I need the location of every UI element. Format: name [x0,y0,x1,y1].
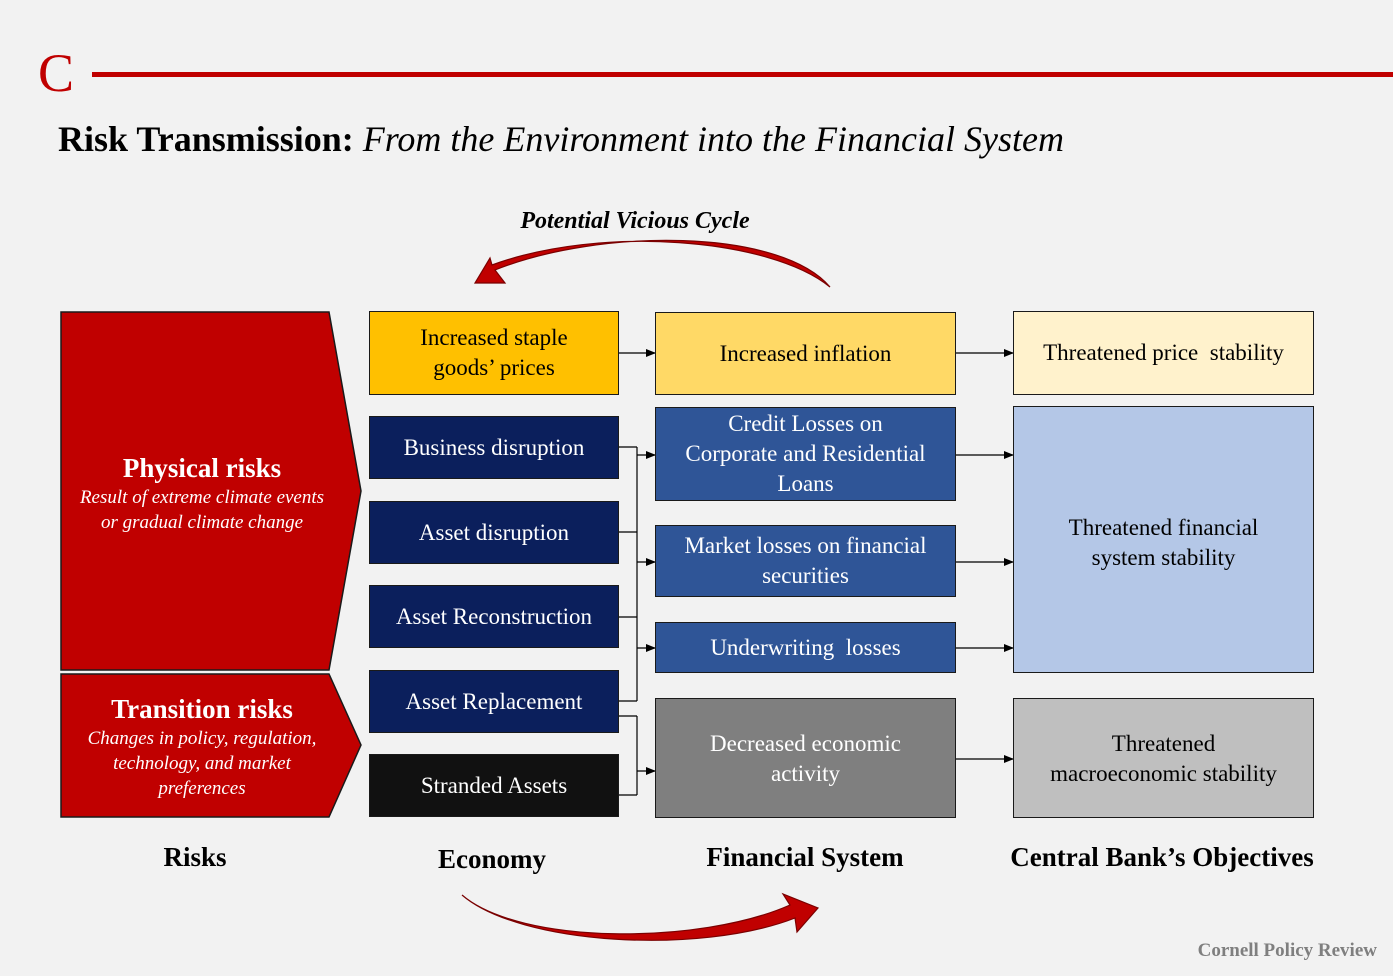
staple-prices-line2: goods’ prices [433,355,555,380]
price-stability-box: Threatened price stability [1013,311,1314,395]
logo-letter: C [38,43,75,103]
source-credit: Cornell Policy Review [1197,940,1377,961]
credit-losses-line1: Credit Losses on [728,411,883,436]
underwriting-losses-box: Underwriting losses [655,622,956,673]
vicious-cycle-label: Potential Vicious Cycle [520,208,750,234]
physical-risks-label: Physical risks Result of extreme climate… [61,451,343,535]
decreased-activity-box: Decreased economic activity [655,698,956,818]
physical-risks-shape [60,311,362,671]
physical-risks-title: Physical risks [122,453,282,483]
title-italic: From the Environment into the Financial … [362,119,1064,159]
stranded-assets-box: Stranded Assets [369,754,619,817]
transition-risks-shape [60,673,362,818]
staple-prices-line1: Increased staple [420,325,568,350]
macro-stability-box: Threatened macroeconomic stability [1013,698,1314,818]
credit-losses-line2: Corporate and Residential [685,441,926,466]
decreased-activity-line2: activity [771,761,840,786]
column-label-objectives: Central Bank’s Objectives [1010,842,1314,872]
transition-risks-subtitle-1: Changes in policy, regulation, [87,728,317,749]
financial-stability-line2: system stability [1091,545,1236,570]
column-label-risks: Risks [163,842,227,872]
physical-risks-subtitle-1: Result of extreme climate events [79,487,325,508]
transition-risks-title: Transition risks [111,694,293,724]
credit-losses-line3: Loans [777,471,834,496]
financial-stability-box: Threatened financial system stability [1013,406,1314,673]
column-label-economy: Economy [438,844,546,874]
staple-prices-box: Increased staple goods’ prices [369,311,619,395]
page-title: Risk Transmission: From the Environment … [58,118,1064,160]
physical-risks-subtitle-2: or gradual climate change [100,512,304,533]
cycle-arrow-top [473,239,831,288]
macro-stability-line1: Threatened [1111,731,1216,756]
title-bold: Risk Transmission: [58,119,354,159]
asset-reconstruction-box: Asset Reconstruction [369,585,619,648]
credit-losses-box: Credit Losses on Corporate and Residenti… [655,407,956,501]
header-rule [92,72,1393,77]
transition-risks-subtitle-2: technology, and market [113,753,291,774]
asset-replacement-box: Asset Replacement [369,670,619,733]
business-disruption-box: Business disruption [369,416,619,479]
macro-stability-line2: macroeconomic stability [1050,761,1277,786]
cycle-arrow-bottom [461,892,820,941]
market-losses-line1: Market losses on financial [684,533,927,558]
transition-risks-label: Transition risks Changes in policy, regu… [61,692,343,801]
transition-risks-subtitle-3: preferences [158,778,246,799]
financial-stability-line1: Threatened financial [1068,515,1259,540]
market-losses-line2: securities [762,563,849,588]
decreased-activity-line1: Decreased economic [710,731,901,756]
increased-inflation-box: Increased inflation [655,312,956,395]
column-label-financial-system: Financial System [706,842,904,872]
asset-disruption-box: Asset disruption [369,501,619,564]
market-losses-box: Market losses on financial securities [655,525,956,597]
